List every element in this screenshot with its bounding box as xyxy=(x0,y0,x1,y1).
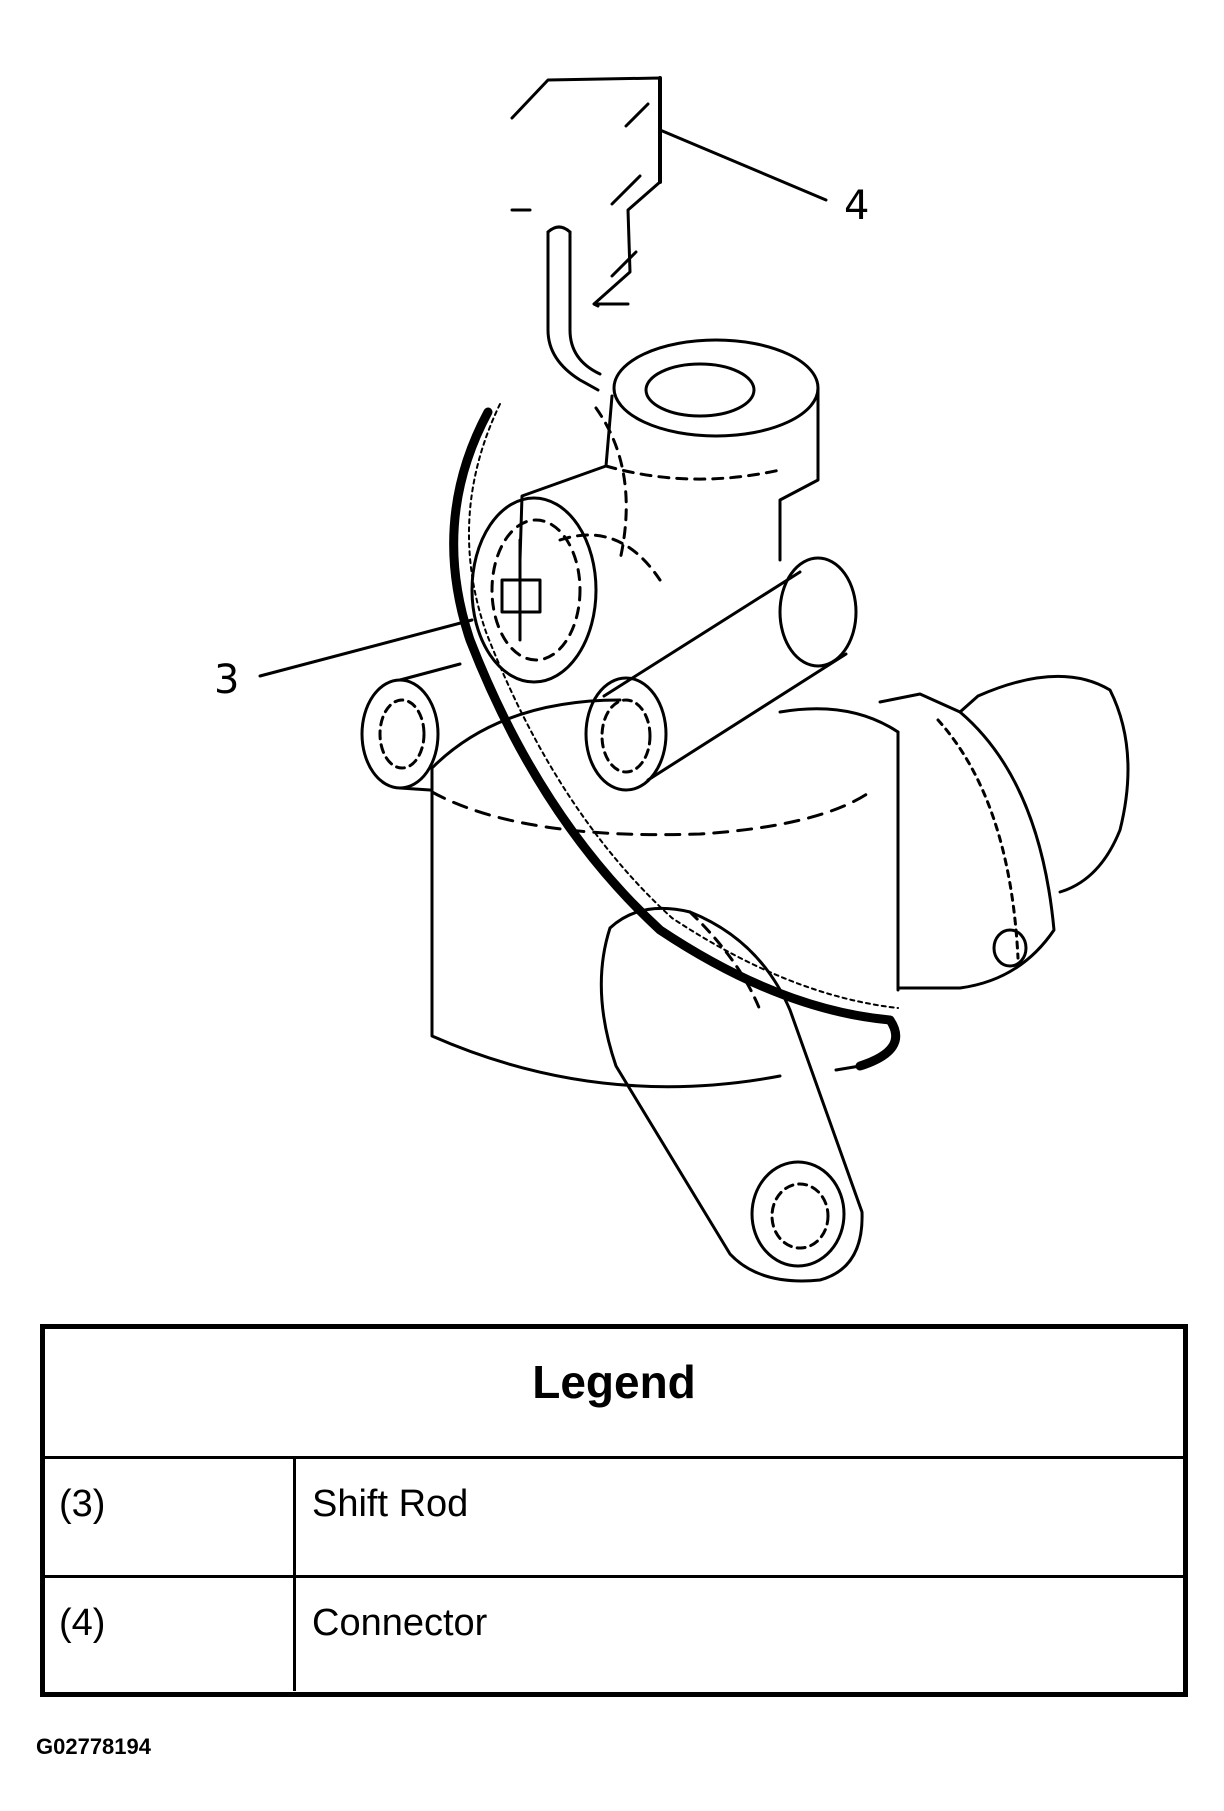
legend-label: Connector xyxy=(312,1602,488,1644)
callout-number-4: 4 xyxy=(844,183,870,229)
upper-housing xyxy=(518,225,820,562)
callout-4-leader xyxy=(658,128,828,202)
connector-part xyxy=(510,76,662,308)
shift-lever xyxy=(599,906,864,1283)
legend-row: (3) Shift Rod xyxy=(45,1459,1183,1575)
legend-key: (4) xyxy=(45,1578,296,1691)
legend-title: Legend xyxy=(45,1329,1183,1459)
callout-number-3: 3 xyxy=(214,657,240,703)
cross-pin xyxy=(584,556,858,792)
legend-label: Shift Rod xyxy=(312,1483,469,1525)
left-stub xyxy=(360,662,462,792)
legend-row: (4) Connector xyxy=(45,1575,1183,1691)
figure-id: G02778194 xyxy=(36,1734,151,1759)
shift-mechanism-illustration xyxy=(258,76,1130,1283)
lower-body xyxy=(430,698,900,1089)
legend-table: Legend (3) Shift Rod (4) Connector xyxy=(40,1324,1188,1697)
callout-3-leader xyxy=(258,618,474,678)
shift-rod-part xyxy=(449,403,901,1072)
bore-fitting xyxy=(470,496,662,684)
legend-key: (3) xyxy=(45,1459,296,1575)
side-pad xyxy=(878,674,1130,990)
